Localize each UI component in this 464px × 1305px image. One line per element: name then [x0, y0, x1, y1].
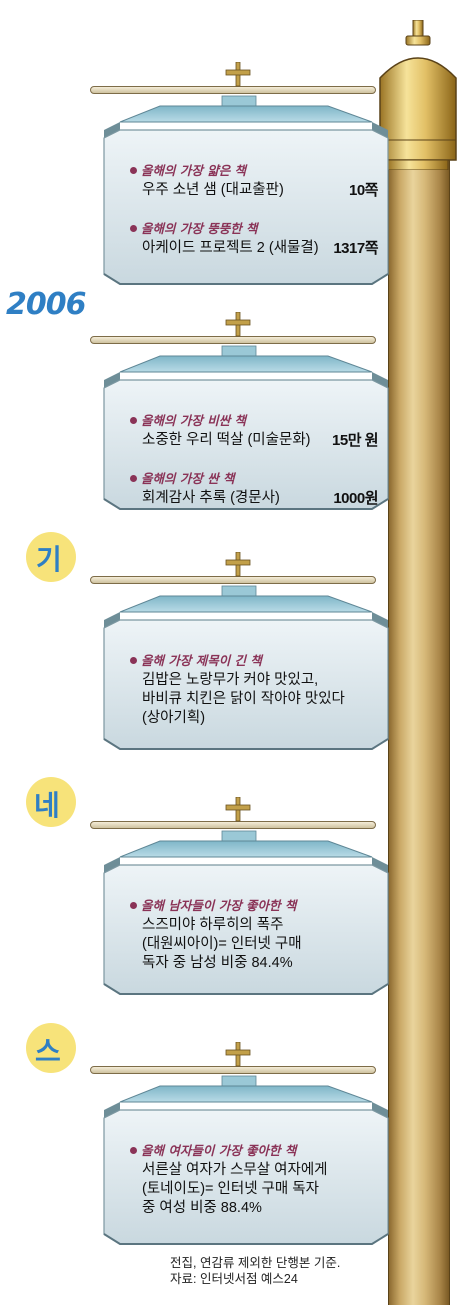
sign-panel-1	[103, 62, 389, 285]
book-title: 소중한 우리 떡살 (미술문화)	[142, 432, 311, 448]
book-desc-line: 서른살 여자가 스무살 여자에게	[142, 1162, 328, 1178]
footer-line-1: 전집, 연감류 제외한 단행본 기준.	[170, 1256, 341, 1270]
sign-panel-2	[103, 312, 389, 510]
category-title: 올해의 가장 얇은 책	[130, 160, 284, 179]
book-title: 회계감사 추록 (경문사)	[142, 490, 280, 506]
stat-value: 1000원	[333, 490, 378, 507]
sign-pole	[388, 160, 450, 1305]
bullet-icon	[130, 167, 137, 174]
category-title: 올해 여자들이 가장 좋아한 책	[130, 1140, 328, 1159]
category-title-text: 올해 여자들이 가장 좋아한 책	[141, 1143, 297, 1158]
category-title-text: 올해 가장 제목이 긴 책	[141, 653, 262, 668]
side-char-1: 기	[36, 543, 62, 576]
book-title: 아케이드 프로젝트 2 (새물결)	[142, 240, 319, 256]
book-desc-line: (상아기획)	[142, 710, 206, 726]
book-title: 우주 소년 샘 (대교출판)	[142, 182, 284, 198]
bullet-icon	[130, 1147, 137, 1154]
footer-line-2: 자료: 인터넷서점 예스24	[170, 1272, 298, 1286]
book-desc-line: 중 여성 비중 88.4%	[142, 1200, 262, 1216]
category-title: 올해의 가장 싼 책	[130, 468, 280, 487]
side-circle-1	[26, 532, 76, 582]
category-title-text: 올해의 가장 뚱뚱한 책	[141, 221, 258, 236]
category-title-text: 올해의 가장 싼 책	[141, 471, 235, 486]
side-char-2: 네	[34, 789, 60, 822]
sign-panel-5	[103, 1042, 389, 1245]
side-circle-2	[26, 777, 76, 827]
bullet-icon	[130, 475, 137, 482]
pole-finial	[379, 20, 457, 170]
category-title: 올해 남자들이 가장 좋아한 책	[130, 895, 302, 914]
hanger-bar-3	[90, 576, 376, 584]
book-desc-line: 스즈미야 하루히의 폭주	[142, 917, 284, 933]
bullet-icon	[130, 902, 137, 909]
book-desc-line: 바비큐 치킨은 닭이 작아야 맛있다	[142, 691, 345, 707]
side-circle-3	[26, 1023, 76, 1073]
hanger-bar-1	[90, 86, 376, 94]
sign-panel-4	[103, 797, 389, 995]
year-label: 2006	[6, 287, 86, 322]
stat-value: 1317쪽	[333, 240, 378, 257]
stat-value: 15만 원	[332, 432, 378, 449]
bullet-icon	[130, 657, 137, 664]
category-title-text: 올해의 가장 비싼 책	[141, 413, 247, 428]
book-desc-line: 김밥은 노랑무가 커야 맛있고,	[142, 672, 319, 688]
book-desc-line: 독자 중 남성 비중 84.4%	[142, 955, 293, 971]
category-title-text: 올해의 가장 얇은 책	[141, 163, 247, 178]
side-char-3: 스	[35, 1035, 61, 1068]
category-title-text: 올해 남자들이 가장 좋아한 책	[141, 898, 297, 913]
category-title: 올해의 가장 비싼 책	[130, 410, 310, 429]
hanger-bar-2	[90, 336, 376, 344]
category-title: 올해 가장 제목이 긴 책	[130, 650, 345, 669]
category-title: 올해의 가장 뚱뚱한 책	[130, 218, 319, 237]
sign-panel-3	[103, 552, 389, 750]
book-desc-line: (대원씨아이)= 인터넷 구매	[142, 936, 302, 952]
bullet-icon	[130, 225, 137, 232]
footer-note: 전집, 연감류 제외한 단행본 기준. 자료: 인터넷서점 예스24	[170, 1255, 340, 1287]
bullet-icon	[130, 417, 137, 424]
book-desc-line: (토네이도)= 인터넷 구매 독자	[142, 1181, 319, 1197]
hanger-bar-5	[90, 1066, 376, 1074]
stat-value: 10쪽	[349, 182, 379, 199]
hanger-bar-4	[90, 821, 376, 829]
